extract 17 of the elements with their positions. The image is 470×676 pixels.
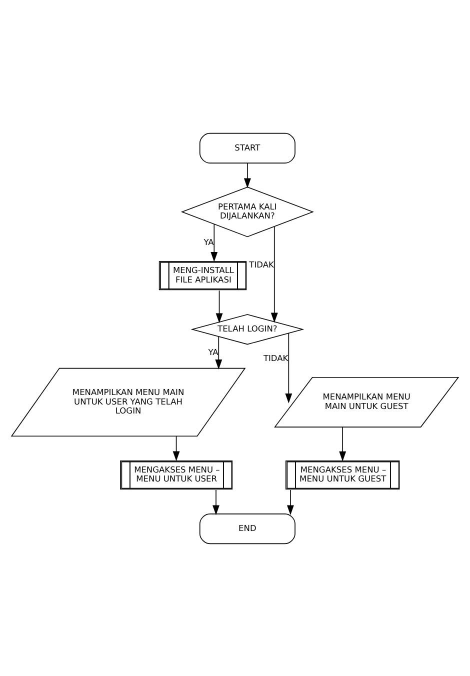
edge-label: TIDAK [249, 258, 274, 269]
arrow [285, 332, 292, 403]
arrow [212, 489, 220, 515]
edge-label: YA [208, 346, 218, 356]
arrow [216, 290, 223, 323]
arrow [210, 223, 218, 262]
node-box: END [199, 513, 296, 544]
arrow [339, 426, 346, 461]
node-box: START [199, 132, 296, 163]
edge-label: YA [204, 236, 214, 246]
arrow [172, 435, 180, 461]
node-diamond: PERTAMA KALI DIJALANKAN? [180, 186, 314, 237]
edge-label: TIDAK [263, 352, 288, 363]
arrow [286, 489, 294, 515]
arrow [270, 226, 278, 322]
arrow [215, 336, 222, 369]
arrow [244, 162, 251, 188]
